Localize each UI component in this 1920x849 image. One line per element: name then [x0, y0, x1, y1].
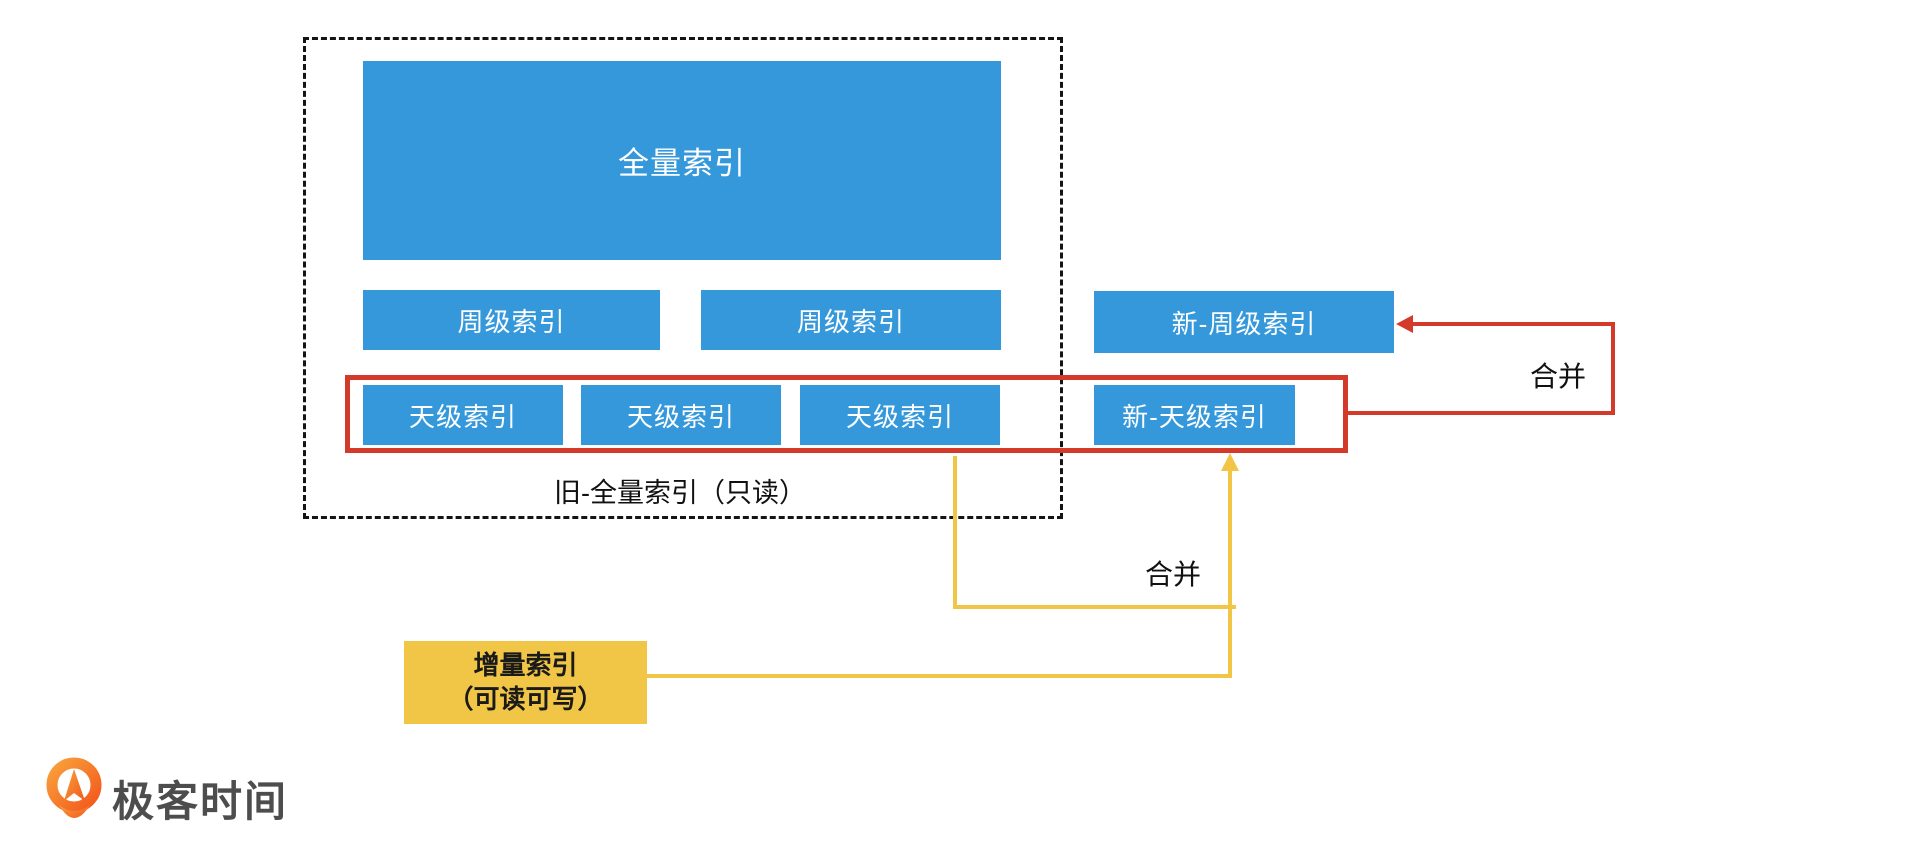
brand-name: 极客时间: [112, 778, 289, 825]
node-week-index-1: 周级索引: [363, 290, 660, 350]
yellow-merge-line-from-day-row: [953, 456, 957, 609]
red-merge-arrowhead-icon: [1396, 315, 1413, 333]
incremental-index-line1: 增量索引: [473, 649, 578, 680]
node-day-index-1: 天级索引: [363, 385, 563, 445]
day-row-highlight-rect: [345, 375, 1348, 453]
merge-label-yellow: 合并: [1144, 559, 1201, 590]
node-new-day-index: 新-天级索引: [1094, 385, 1295, 445]
geektime-logo: 极客时间: [46, 755, 366, 835]
geektime-logo-icon: [46, 757, 102, 818]
red-merge-line-vertical: [1611, 322, 1615, 415]
old-full-index-group-border: [303, 37, 1063, 519]
yellow-merge-line-vertical: [1228, 470, 1232, 676]
incremental-index-line2: （可读可写）: [447, 683, 604, 714]
node-full-index: 全量索引: [363, 61, 1001, 260]
yellow-merge-arrowhead-icon: [1221, 453, 1239, 471]
merge-label-red: 合并: [1529, 361, 1586, 392]
old-full-index-caption: 旧-全量索引（只读）: [554, 478, 806, 508]
node-week-index-2: 周级索引: [701, 290, 1001, 350]
node-new-week-index: 新-周级索引: [1094, 291, 1394, 353]
node-day-index-2: 天级索引: [581, 385, 781, 445]
yellow-merge-line-horizontal-upper: [953, 605, 1236, 609]
node-incremental-index: 增量索引 （可读可写）: [404, 641, 647, 724]
node-day-index-3: 天级索引: [800, 385, 1000, 445]
red-merge-line-top: [1412, 322, 1613, 326]
red-merge-line-bottom: [1348, 411, 1615, 415]
yellow-merge-line-from-incremental-box: [647, 674, 1232, 678]
